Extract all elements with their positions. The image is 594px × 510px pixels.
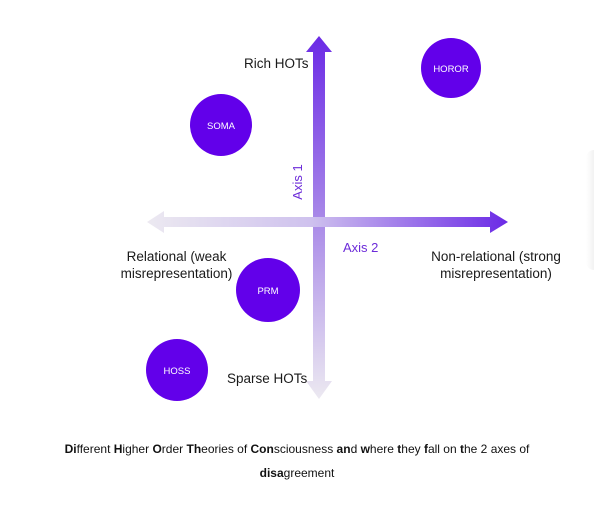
theory-circle-horor — [421, 38, 481, 98]
caption-run: all on — [427, 442, 460, 456]
edge-shadow — [586, 150, 594, 270]
figure-caption: Different Higher Order Theories of Consc… — [0, 437, 594, 485]
caption-run: O — [152, 442, 162, 456]
theory-label-hoss: HOSS — [164, 366, 191, 377]
caption-run: Th — [186, 442, 202, 456]
caption-run: t — [397, 442, 402, 456]
caption-run: an — [336, 442, 351, 456]
caption-run: rder — [161, 442, 187, 456]
nonrelational-label: Non-relational (strong misrepresentation… — [421, 248, 571, 282]
caption-run: greement — [283, 466, 335, 480]
caption-run: disa — [259, 466, 284, 480]
axis1-label: Axis 1 — [290, 164, 305, 200]
caption-run: d — [350, 442, 361, 456]
sparse-hots-label: Sparse HOTs — [227, 371, 308, 386]
caption-run: here — [369, 442, 398, 456]
nonrelational-label-line1: Non-relational (strong — [431, 249, 561, 264]
nonrelational-label-line2: misrepresentation) — [440, 266, 552, 281]
caption-run: hey — [401, 442, 424, 456]
caption-run: Con — [250, 442, 274, 456]
theory-label-horor: HOROR — [433, 64, 469, 75]
theory-circle-soma — [190, 94, 252, 156]
caption-run: t — [460, 442, 464, 456]
theory-label-soma: SOMA — [207, 121, 236, 132]
theory-circle-hoss — [146, 339, 208, 401]
caption-run: fferent — [76, 442, 114, 456]
axis2-label: Axis 2 — [343, 240, 379, 255]
relational-label: Relational (weak misrepresentation) — [114, 248, 239, 282]
relational-label-line2: misrepresentation) — [120, 266, 233, 281]
caption-run: eories of — [201, 442, 251, 456]
relational-label-line1: Relational (weak — [126, 249, 227, 264]
figure-caption-line1: Different Higher Order Theories of Consc… — [0, 437, 594, 461]
figure-caption-line2: disagreement — [0, 461, 594, 485]
horizontal-axis-arrow — [147, 211, 508, 233]
rich-hots-label: Rich HOTs — [244, 56, 309, 71]
theory-label-prm: PRM — [257, 286, 278, 297]
caption-run: Di — [64, 442, 77, 456]
theory-circle-prm — [236, 258, 300, 322]
caption-run: sciousness — [273, 442, 337, 456]
caption-run: he 2 axes of — [464, 442, 530, 456]
caption-run: w — [360, 442, 370, 456]
caption-run: igher — [122, 442, 153, 456]
caption-run: f — [423, 442, 428, 456]
caption-run: H — [113, 442, 123, 456]
